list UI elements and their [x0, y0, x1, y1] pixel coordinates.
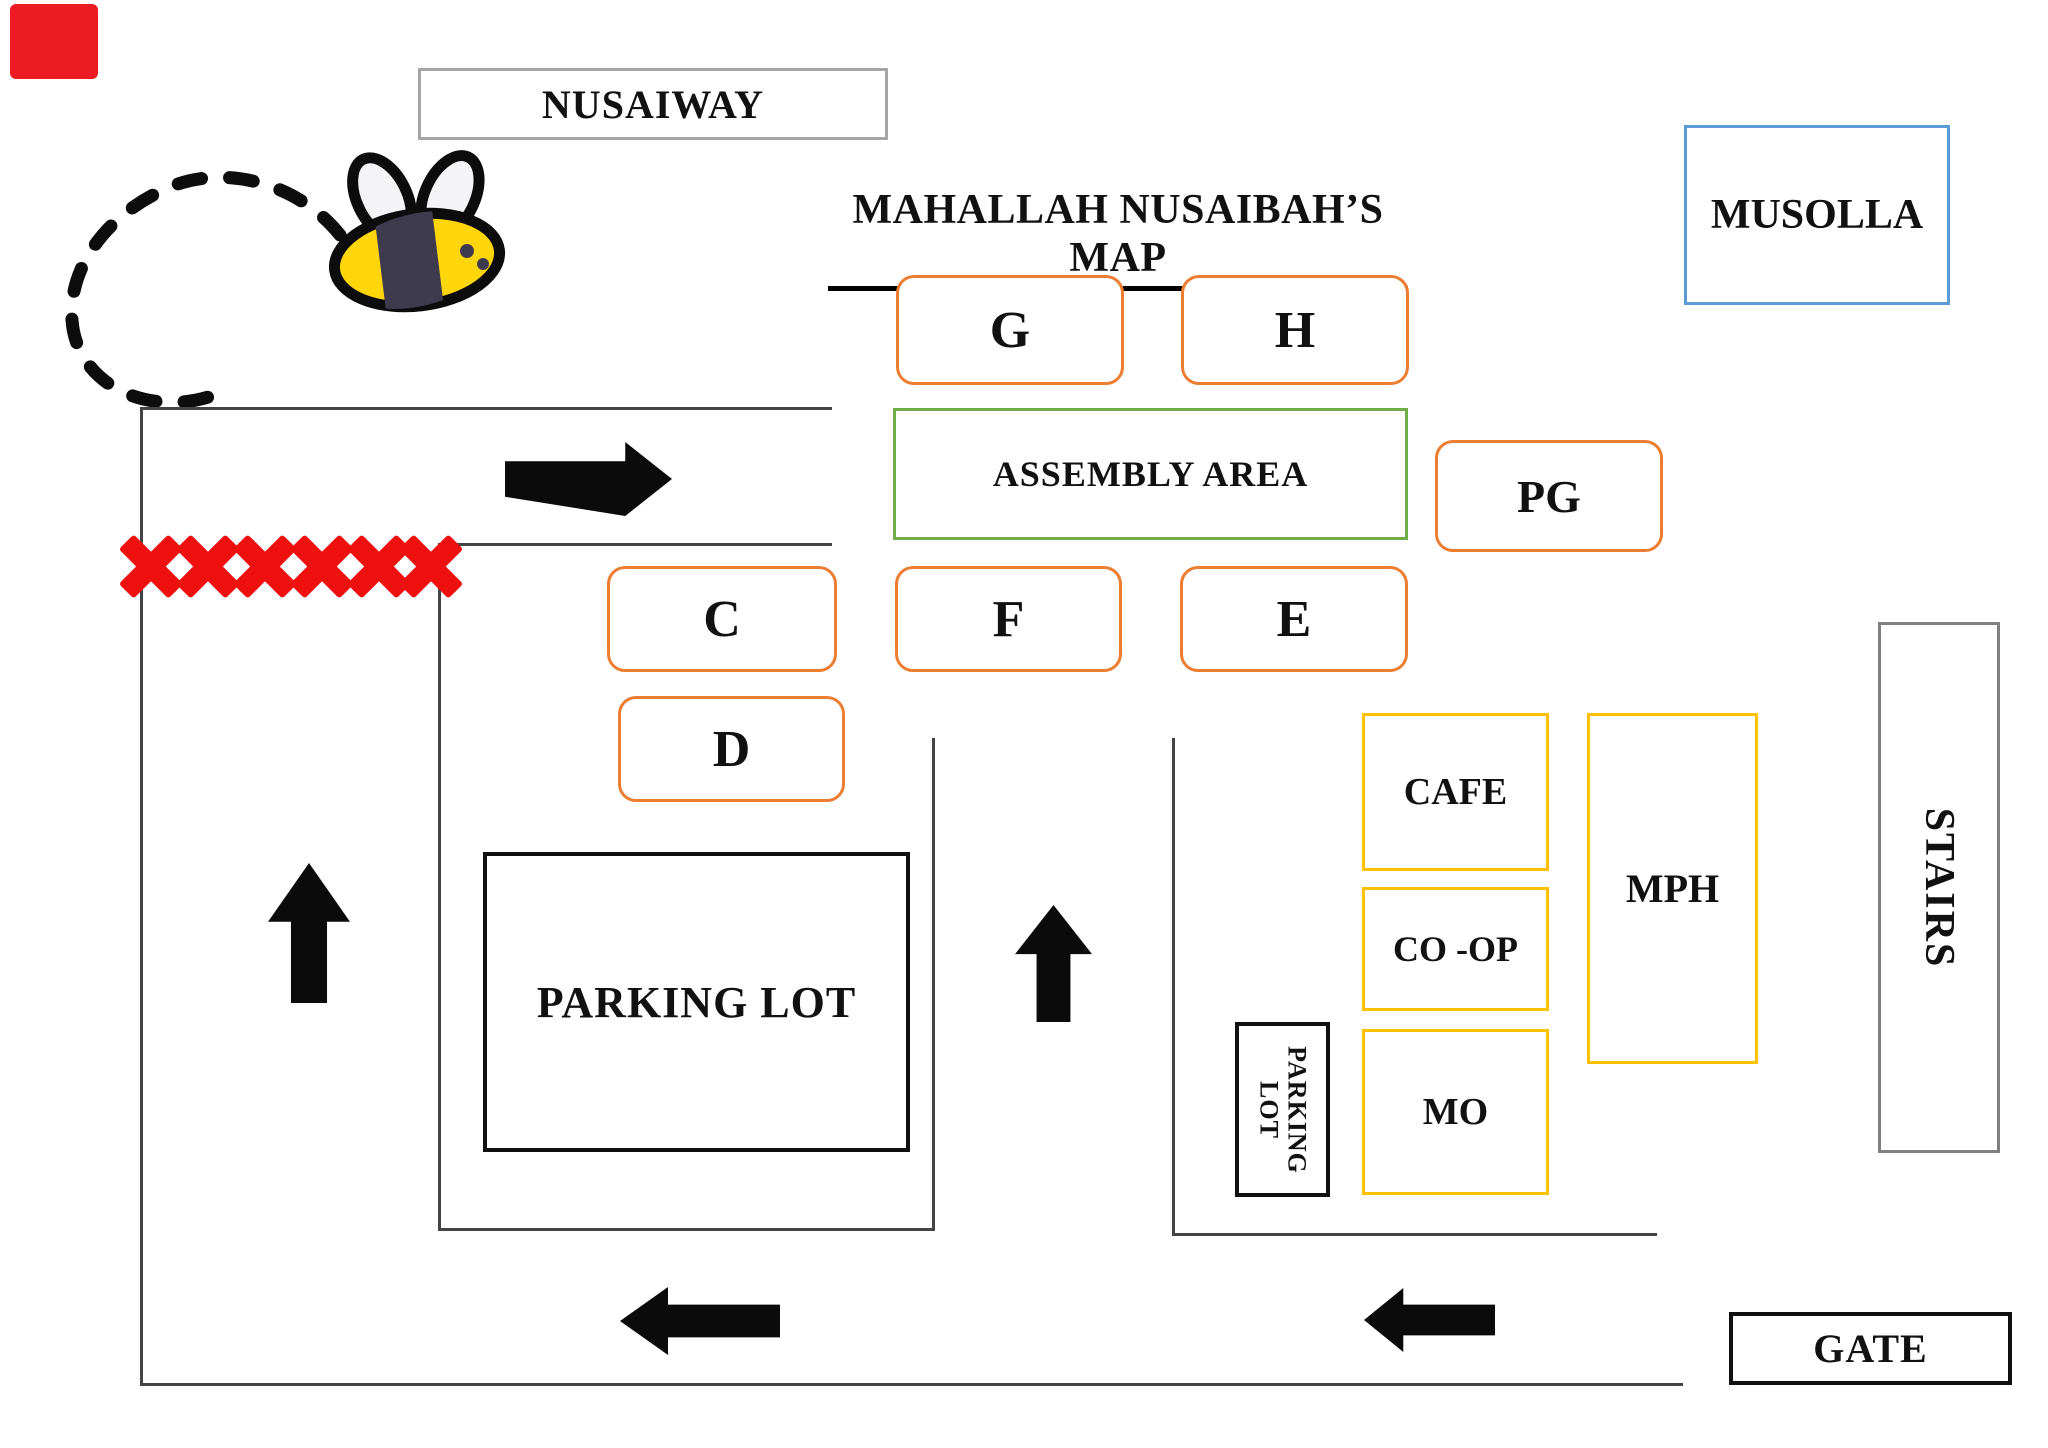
street-label-nusaiway: NUSAIWAY — [418, 68, 888, 140]
building-pg-label: PG — [1517, 470, 1581, 522]
building-mo-label: MO — [1422, 1091, 1489, 1133]
road-line-center-left — [932, 738, 935, 1231]
left-arrow-bottom-right — [1364, 1288, 1495, 1352]
building-cafe-label: CAFE — [1403, 771, 1508, 813]
blocked-x-icon — [398, 533, 464, 599]
street-label-text: NUSAIWAY — [541, 81, 765, 127]
road-line-top — [140, 407, 832, 410]
stairs: STAIRS — [1878, 622, 2000, 1153]
building-pg: PG — [1435, 440, 1663, 552]
left-arrow-bottom-left — [620, 1287, 780, 1355]
assembly-area-label: ASSEMBLY AREA — [992, 454, 1309, 494]
building-mph: MPH — [1587, 713, 1758, 1064]
parking-lot-main-label: PARKING LOT — [536, 977, 857, 1027]
road-line-second — [455, 543, 832, 546]
road-line-right-block-bottom — [1172, 1233, 1657, 1236]
building-h: H — [1181, 275, 1409, 385]
building-g-label: G — [989, 301, 1031, 359]
building-d-label: D — [712, 720, 751, 778]
up-arrow-left — [268, 863, 350, 1003]
building-c-label: C — [703, 590, 741, 648]
building-mo: MO — [1362, 1029, 1549, 1195]
building-cafe: CAFE — [1362, 713, 1549, 871]
road-line-left-block-bottom — [438, 1228, 935, 1231]
building-e-label: E — [1276, 590, 1312, 648]
parking-lot-main: PARKING LOT — [483, 852, 910, 1152]
gate-label: GATE — [1813, 1326, 1928, 1371]
red-marker-block — [10, 4, 98, 79]
building-coop-label: CO -OP — [1393, 929, 1518, 969]
parking-small-line2: LOT — [1254, 1080, 1284, 1139]
bee-icon — [328, 150, 506, 313]
road-line-outer-bottom — [140, 1383, 1683, 1386]
parking-lot-small-label: PARKING LOT — [1235, 1022, 1330, 1197]
up-arrow-center — [1015, 905, 1092, 1022]
dashed-flight-path — [65, 170, 347, 409]
building-c: C — [607, 566, 837, 672]
road-line-inner-left — [438, 543, 441, 1231]
road-line-outer-left — [140, 407, 143, 1385]
page-title-wrap: MAHALLAH NUSAIBAH’S MAP — [828, 186, 1408, 291]
building-f: F — [895, 566, 1122, 672]
assembly-area: ASSEMBLY AREA — [893, 408, 1408, 540]
building-musolla-label: MUSOLLA — [1710, 192, 1924, 238]
building-g: G — [896, 275, 1124, 385]
building-d: D — [618, 696, 845, 802]
stairs-label-wrap: STAIRS — [1878, 622, 2000, 1153]
blocked-route-x-marks — [118, 533, 478, 599]
building-mph-label: MPH — [1625, 866, 1720, 911]
stairs-label: STAIRS — [1916, 807, 1963, 968]
building-e: E — [1180, 566, 1408, 672]
road-line-center-right — [1172, 738, 1175, 1236]
right-arrow — [505, 442, 672, 516]
page-title: MAHALLAH NUSAIBAH’S MAP — [828, 186, 1408, 291]
building-coop: CO -OP — [1362, 887, 1549, 1011]
parking-lot-small: PARKING LOT — [1235, 1022, 1330, 1197]
building-musolla: MUSOLLA — [1684, 125, 1950, 305]
building-f-label: F — [992, 590, 1025, 648]
building-h-label: H — [1274, 301, 1316, 359]
parking-small-line1: PARKING — [1281, 1045, 1311, 1174]
gate: GATE — [1729, 1312, 2012, 1385]
